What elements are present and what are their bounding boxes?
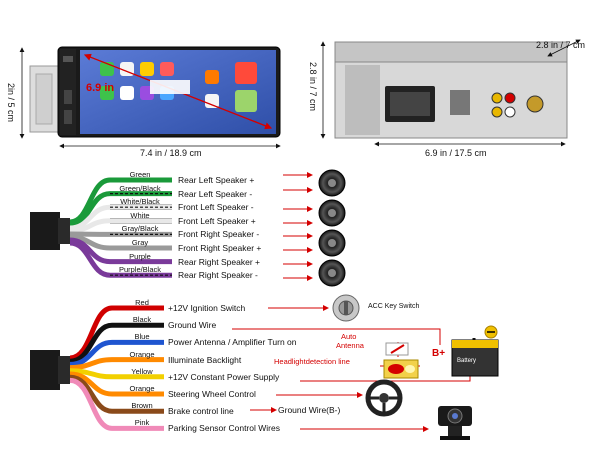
power-arrows	[232, 305, 473, 432]
antenna-label: Antenna	[336, 341, 364, 350]
ground-b-label: Ground Wire(B-)	[278, 405, 341, 415]
speaker-wire	[69, 191, 172, 228]
speaker-arrows	[283, 172, 313, 281]
speaker-icons	[318, 169, 346, 287]
speaker-wire	[69, 240, 172, 278]
power-wire-function-label: Brake control line	[168, 406, 234, 417]
power-wire-color-label: Orange	[129, 384, 155, 393]
speaker-wire-outline	[110, 204, 172, 210]
speaker-wire-color-label: White	[130, 210, 150, 220]
speaker-wire	[69, 204, 172, 231]
power-wire-function-label: +12V Ignition Switch	[168, 303, 246, 313]
power-wire-color-label: Pink	[134, 418, 150, 428]
back-height-label: 2.8 in / 7 cm	[308, 62, 318, 112]
power-wire-function-label: +12V Constant Power Supply	[168, 371, 280, 382]
power-wire	[69, 357, 164, 371]
speaker-connector	[30, 212, 70, 250]
speaker-wire-function-label: Front Left Speaker -	[178, 202, 254, 213]
car-headlight-icon	[383, 359, 419, 379]
speaker-wire-outline	[110, 218, 172, 224]
power-wire-color-label: Red	[135, 298, 149, 307]
screen-diag-label: 6.9 in	[86, 82, 115, 94]
battery-icon	[451, 325, 499, 377]
speaker-wire	[69, 218, 172, 234]
power-wire-function-label: Power Antenna / Amplifier Turn on	[168, 337, 297, 348]
speaker-wire-function-label: Front Right Speaker +	[178, 243, 262, 253]
speaker-wire-color-label: Purple	[129, 251, 151, 261]
power-wire	[69, 374, 164, 414]
power-wire-color-label: Brown	[131, 401, 153, 411]
speaker-wire-color-label: Purple/Black	[118, 265, 162, 275]
speaker-wire-color-label: Gray	[131, 238, 149, 247]
speaker-wire-color-label: Green/Black	[119, 183, 161, 193]
power-wire-color-label: Blue	[134, 332, 150, 342]
power-wire-color-label: Yellow	[131, 366, 153, 376]
back-depth-dim	[547, 39, 581, 57]
headlight-label: Headlightdetection line	[274, 357, 350, 366]
speaker-wire-function-label: Rear Left Speaker +	[178, 175, 255, 185]
power-wire	[69, 371, 164, 397]
speaker-icon-front-right	[318, 229, 346, 257]
power-wire-function-label: Parking Sensor Control Wires	[168, 423, 280, 434]
back-depth-label: 2.8 in / 7 cm	[536, 40, 586, 50]
acc-key-label: ACC Key Switch	[368, 303, 420, 310]
speaker-wire-group	[69, 177, 172, 278]
steering-wheel-icon	[365, 379, 403, 417]
power-wire	[69, 377, 164, 431]
speaker-wire	[69, 177, 172, 225]
front-width-label: 7.4 in / 18.9 cm	[140, 148, 202, 158]
power-wire-function-label: Illuminate Backlight	[168, 354, 242, 365]
battery-label: Battery	[457, 358, 477, 364]
speaker-icon-front-left	[318, 199, 346, 227]
back-panel	[334, 41, 568, 139]
antenna-icon	[385, 342, 409, 356]
auto-label: Auto	[341, 332, 357, 341]
acc-key-icon	[332, 294, 360, 322]
speaker-icon-rear-left	[318, 169, 346, 197]
power-wire-function-label: Steering Wheel Control	[168, 389, 256, 399]
speaker-wire-function-label: Rear Left Speaker -	[178, 188, 253, 199]
power-wire	[69, 305, 164, 361]
speaker-wire	[69, 234, 172, 251]
power-connector	[30, 350, 70, 390]
speaker-wire-function-label: Rear Right Speaker -	[178, 270, 258, 281]
speaker-wire-color-label: Green	[129, 170, 151, 179]
speaker-wire-function-label: Front Right Speaker -	[178, 229, 260, 240]
speaker-wire-color-label: Gray/Black	[121, 224, 159, 234]
power-wire	[69, 322, 164, 364]
back-width-label: 6.9 in / 17.5 cm	[425, 148, 487, 158]
speaker-wire-color-label: White/Black	[120, 197, 160, 207]
power-wire	[69, 339, 164, 367]
parking-camera-icon	[438, 406, 472, 440]
power-wire-group	[69, 305, 164, 431]
power-wire-color-label: Black	[132, 315, 152, 325]
front-height-label: 2in / 5 cm	[6, 83, 16, 123]
power-wire-color-label: Orange	[129, 349, 155, 359]
speaker-wire-function-label: Front Left Speaker +	[178, 215, 256, 226]
power-wire	[69, 368, 164, 380]
speaker-icon-rear-right	[318, 259, 346, 287]
b-plus-label: B+	[432, 348, 446, 359]
front-panel	[29, 46, 281, 138]
power-wire-function-label: Ground Wire	[168, 320, 217, 331]
speaker-wire	[69, 237, 172, 265]
speaker-wire-function-label: Rear Right Speaker +	[178, 256, 260, 267]
